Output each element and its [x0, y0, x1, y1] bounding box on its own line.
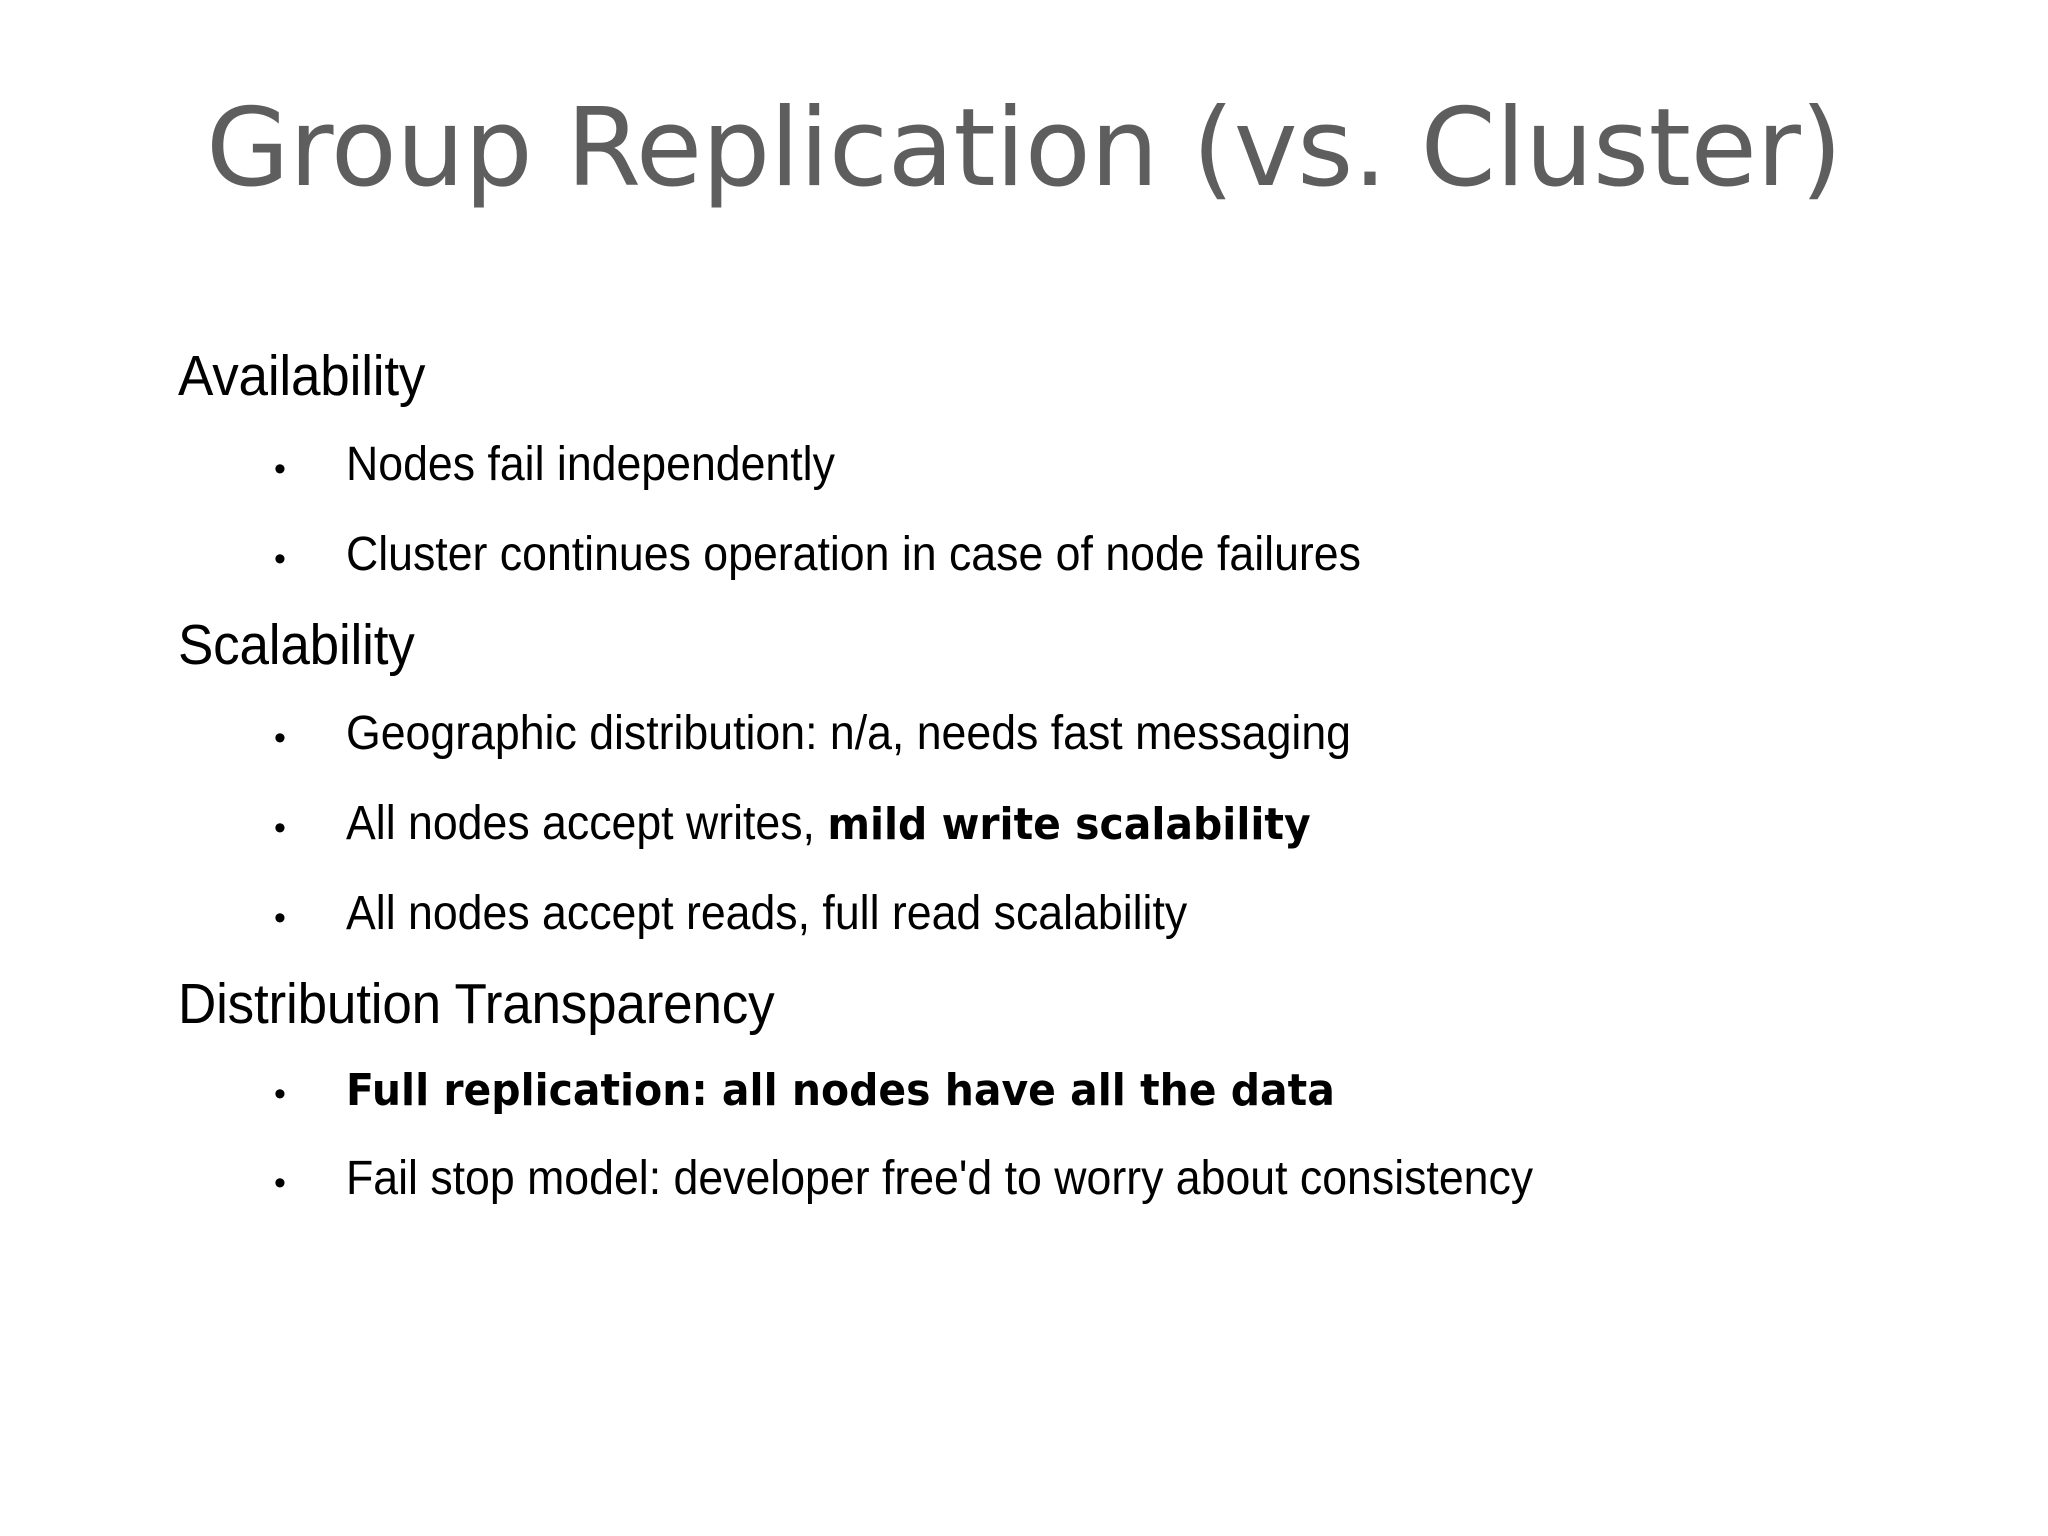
list-item-label-lead: All nodes accept writes,: [346, 797, 828, 850]
list-item: • Cluster continues operation in case of…: [178, 531, 1978, 579]
bullet-point-icon: •: [274, 1075, 286, 1113]
list-item: • Nodes fail independently: [178, 441, 1978, 489]
list-item: • All nodes accept reads, full read scal…: [178, 890, 1978, 938]
list-item: • Fail stop model: developer free'd to w…: [178, 1155, 1978, 1203]
bullet-point-icon: •: [274, 1164, 286, 1202]
list-item: • All nodes accept writes, mild write sc…: [178, 800, 1978, 848]
section-heading: Availability: [178, 344, 426, 408]
section-availability: Availability • Nodes fail independently …: [178, 348, 1978, 579]
list-item-label: Nodes fail independently: [346, 438, 835, 491]
section-heading: Scalability: [178, 613, 415, 677]
section-distribution-transparency: Distribution Transparency • Full replica…: [178, 976, 1978, 1203]
bullet-list: • Nodes fail independently • Cluster con…: [178, 441, 1978, 579]
list-item-label: Geographic distribution: n/a, needs fast…: [346, 707, 1351, 760]
bullet-point-icon: •: [274, 809, 286, 847]
page-title: Group Replication (vs. Cluster): [205, 86, 1843, 211]
bullet-point-icon: •: [274, 540, 286, 578]
list-item-label: Fail stop model: developer free'd to wor…: [346, 1152, 1534, 1205]
list-item-label: Full replication: all nodes have all the…: [346, 1065, 1335, 1116]
list-item-label: All nodes accept writes, mild write scal…: [346, 800, 1311, 848]
bullet-point-icon: •: [274, 719, 286, 757]
slide-body: Availability • Nodes fail independently …: [178, 348, 1978, 1203]
section-scalability: Scalability • Geographic distribution: n…: [178, 617, 1978, 938]
bullet-point-icon: •: [274, 899, 286, 937]
list-item: • Full replication: all nodes have all t…: [178, 1069, 1978, 1113]
bullet-point-icon: •: [274, 450, 286, 488]
list-item-label: All nodes accept reads, full read scalab…: [346, 887, 1188, 940]
list-item: • Geographic distribution: n/a, needs fa…: [178, 710, 1978, 758]
section-heading: Distribution Transparency: [178, 972, 775, 1036]
list-item-label: Cluster continues operation in case of n…: [346, 528, 1361, 581]
bullet-list: • Geographic distribution: n/a, needs fa…: [178, 710, 1978, 938]
bullet-list: • Full replication: all nodes have all t…: [178, 1069, 1978, 1203]
list-item-label-emphasis: mild write scalability: [827, 799, 1311, 850]
